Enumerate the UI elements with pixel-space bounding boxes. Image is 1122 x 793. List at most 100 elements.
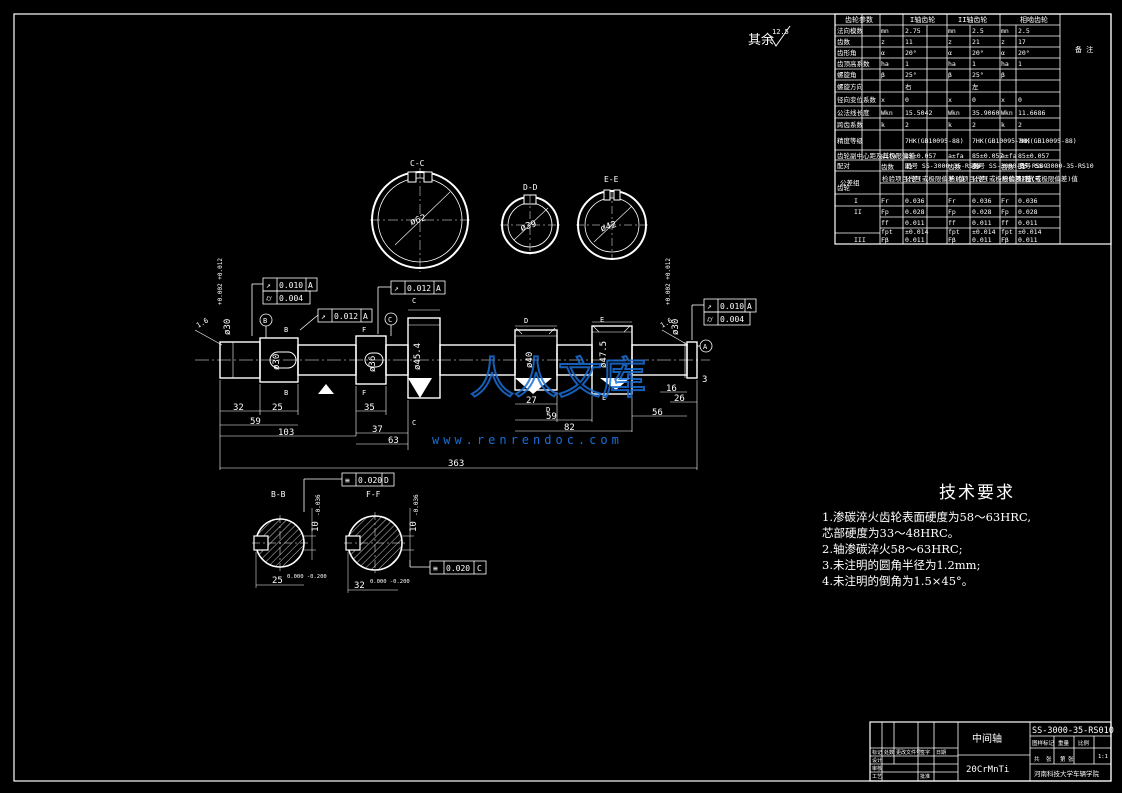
- param-cell: 2: [972, 121, 976, 129]
- param-cell: 2: [905, 121, 909, 129]
- tol-cell: 0.011: [1018, 219, 1038, 227]
- tol-cell: Fp: [881, 208, 889, 216]
- tol-cell: ±0.014: [1018, 228, 1042, 236]
- param-cell: 齿轮: [837, 183, 851, 192]
- svg-text:ø39: ø39: [519, 219, 538, 234]
- param-cell: a±fa: [948, 152, 964, 160]
- tol-frame-6-value: 0.004: [720, 315, 744, 324]
- svg-text:0.000 -0.200: 0.000 -0.200: [370, 579, 410, 585]
- param-cell: 法向模数: [837, 26, 864, 35]
- param-cell: ha: [1001, 60, 1009, 68]
- svg-text:103: 103: [278, 428, 294, 438]
- tol-cell: Fp: [1001, 208, 1009, 216]
- param-cell: a±fa: [881, 152, 897, 160]
- tol-frame-5-datum: A: [747, 302, 752, 311]
- svg-text:ø36: ø36: [368, 356, 378, 372]
- th-2: II轴齿轮: [958, 15, 987, 24]
- param-cell: 39: [972, 163, 980, 171]
- tol-cell: 0.011: [1018, 236, 1038, 244]
- param-cell: 11.6686: [1018, 109, 1045, 117]
- param-cell: 0: [905, 96, 909, 104]
- param-cell: Wkn: [1001, 109, 1013, 117]
- param-cell: 齿轮副中心距及其极限偏差: [837, 151, 916, 160]
- param-cell: 1: [1018, 60, 1022, 68]
- param-cell: 43: [905, 163, 913, 171]
- section-mark-d-bottom: D: [546, 406, 550, 414]
- param-cell: k: [948, 121, 952, 129]
- tol-cell: ff: [948, 219, 956, 227]
- section-mark-e-bottom: E: [602, 394, 606, 402]
- param-cell: 2.75: [905, 27, 921, 35]
- param-cell: 17: [1018, 38, 1026, 46]
- param-cell: 35.9060: [972, 109, 999, 117]
- svg-text:10: 10: [311, 521, 321, 532]
- svg-text:+0.002 +0.012: +0.002 +0.012: [217, 258, 224, 305]
- param-cell: 右: [905, 82, 912, 91]
- th-4: 备 注: [1075, 45, 1093, 54]
- param-cell: 配对: [837, 161, 851, 170]
- param-cell: 2: [1018, 121, 1022, 129]
- tb-cell-6: 第: [1060, 755, 1066, 763]
- tb-row-3: 签字: [920, 749, 930, 756]
- tol-cell: 0.028: [972, 208, 992, 216]
- tol-cell: 0.011: [905, 236, 925, 244]
- tol-cell: I: [854, 197, 858, 205]
- param-cell: β: [1001, 71, 1005, 79]
- tech-line-5: 4.未注明的倒角为1.5×45°。: [822, 574, 974, 588]
- section-b-b: B-B 10 -0.036 25 0.000 -0.200: [252, 490, 327, 588]
- param-cell: α: [881, 49, 885, 57]
- param-cell: mn: [1001, 27, 1009, 35]
- svg-text:82: 82: [564, 423, 575, 433]
- tol-cell: 0.028: [1018, 208, 1038, 216]
- param-cell: 齿顶高系数: [837, 59, 870, 68]
- svg-text:E-E: E-E: [604, 175, 619, 184]
- param-cell: 7HK(GB10095-88): [905, 137, 964, 145]
- tol-cell: fpt: [948, 228, 960, 236]
- tol-frame-3-datum: A: [363, 312, 368, 321]
- tb-row-7: 工艺: [872, 774, 882, 780]
- svg-text:-0.036: -0.036: [315, 494, 322, 516]
- tb-cell-5: 张: [1046, 755, 1052, 763]
- tol-cell: ±0.014: [972, 228, 996, 236]
- param-cell: 跨齿系数: [837, 120, 864, 129]
- material: 20CrMnTi: [966, 765, 1009, 775]
- tol-frame-1-datum: A: [308, 281, 313, 290]
- param-cell: 7HK(GB10095-88): [1018, 137, 1077, 145]
- tb-cell-1: 重量: [1058, 739, 1070, 747]
- tol-cell: III: [854, 236, 866, 244]
- gear-parameter-table: [834, 13, 1112, 245]
- param-cell: 20°: [905, 49, 917, 57]
- tol-sub-0: 检验项目代号: [882, 174, 922, 183]
- roughness-note: 其余 12.5: [748, 25, 791, 48]
- tb-row-1: 处数: [884, 749, 894, 756]
- svg-text:35: 35: [364, 403, 375, 413]
- svg-text:www.renrendoc.com: www.renrendoc.com: [432, 433, 623, 447]
- tol-frame-7-value: 0.020: [358, 476, 382, 485]
- param-cell: z: [1001, 38, 1005, 46]
- param-cell: α: [948, 49, 952, 57]
- runout-icon-3: ↗: [394, 284, 399, 293]
- param-cell: 21: [972, 38, 980, 46]
- tol-cell: 0.011: [972, 236, 992, 244]
- tol-frame-1-value: 0.010: [279, 281, 303, 290]
- param-cell: Wkn: [881, 109, 893, 117]
- param-cell: z: [948, 38, 952, 46]
- param-cell: 85±0.057: [972, 152, 1003, 160]
- tol-sub-5: 公差(或极限偏差)值: [1018, 174, 1078, 183]
- param-cell: mn: [881, 27, 889, 35]
- tol-frame-5-value: 0.010: [720, 302, 744, 311]
- svg-text:0.000 -0.200: 0.000 -0.200: [287, 574, 327, 580]
- svg-text:其余: 其余: [748, 32, 774, 48]
- tech-line-2: 芯部硬度为33～48HRC。: [822, 526, 960, 540]
- tol-cell: ff: [881, 219, 889, 227]
- svg-text:59: 59: [250, 417, 261, 427]
- tol-sub-2: 检验项目代号: [949, 174, 989, 183]
- section-mark-c-top: C: [412, 297, 416, 305]
- param-cell: a±fa: [1001, 152, 1017, 160]
- param-cell: 0: [1018, 96, 1022, 104]
- param-cell: 1: [972, 60, 976, 68]
- tolerance-frames: [251, 277, 757, 575]
- tol-cell: Fβ: [948, 236, 956, 244]
- param-cell: x: [881, 96, 885, 104]
- param-cell: z: [881, 38, 885, 46]
